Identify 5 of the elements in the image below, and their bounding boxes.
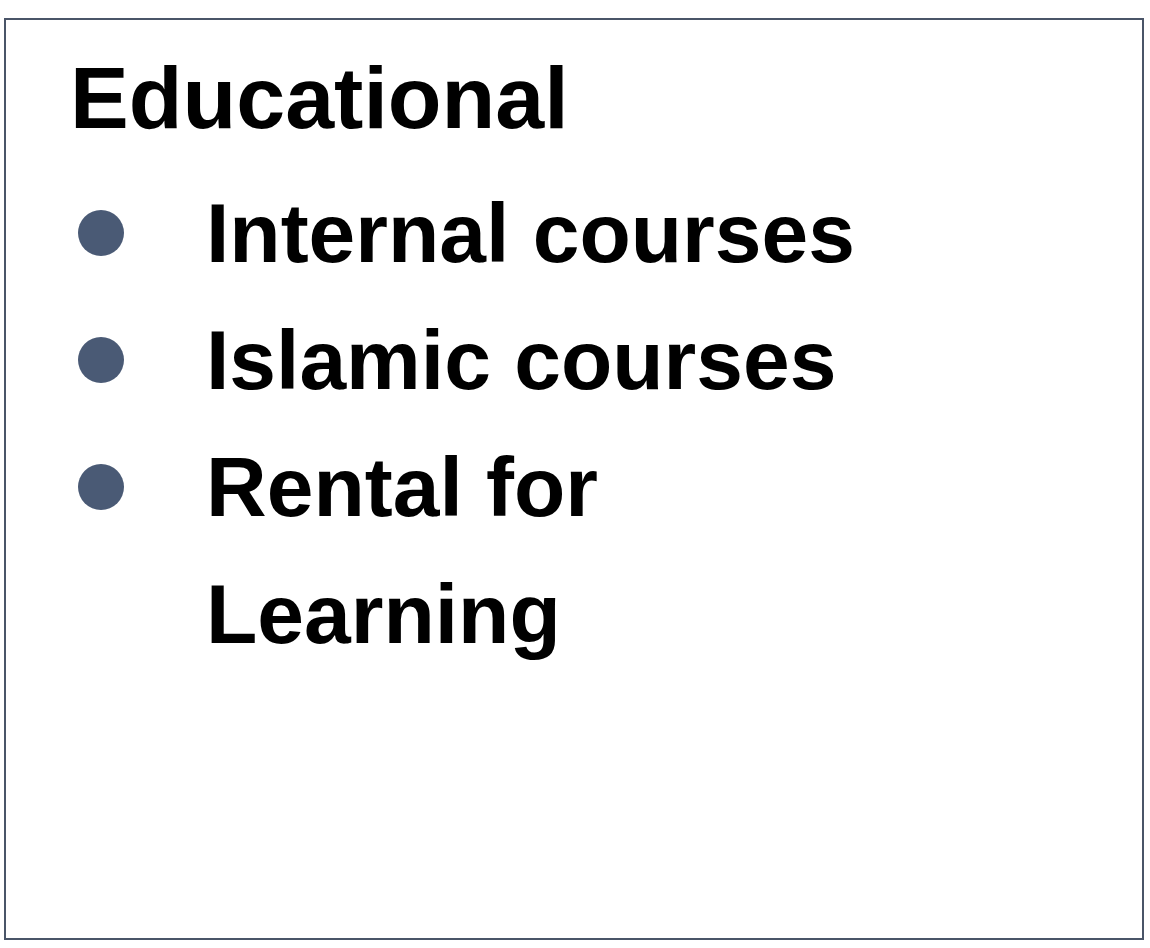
list-item: Rental for Learning [206, 440, 599, 661]
heading: Educational [70, 48, 569, 148]
content-box [4, 18, 1144, 940]
list-item: Islamic courses [206, 313, 837, 407]
list-item: Internal courses [206, 186, 855, 280]
